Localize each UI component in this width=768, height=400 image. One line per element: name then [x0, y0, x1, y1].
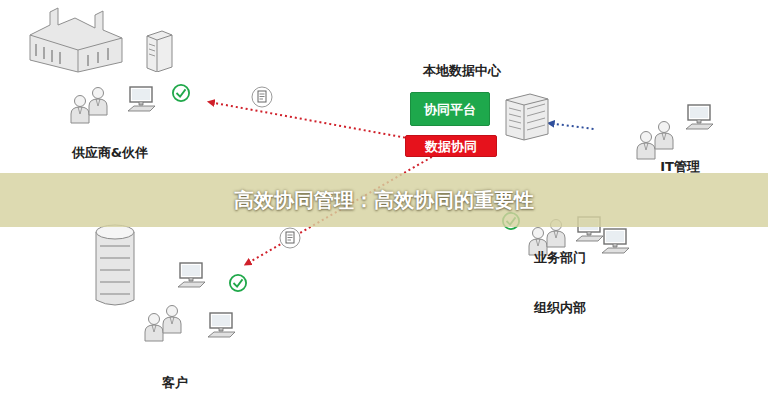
- factory: [30, 8, 122, 72]
- node-label: 供应商&伙伴: [5, 144, 215, 161]
- node-label: 客户: [67, 374, 283, 391]
- node-label: 协同平台: [411, 101, 489, 118]
- dotted-arrow: [209, 102, 405, 138]
- person: [145, 314, 163, 342]
- person: [71, 96, 89, 124]
- dotted-arrow: [549, 123, 594, 129]
- server-rack: [506, 94, 548, 140]
- datacenter-ellipse: 本地数据中心协同平台数据协同: [372, 62, 552, 162]
- computer: [208, 313, 235, 337]
- ellipse-outline: [67, 250, 283, 360]
- platform-box: 协同平台: [410, 92, 490, 126]
- node-label: 业务部门: [465, 249, 655, 266]
- ellipse-outline: [5, 25, 215, 143]
- computer: [602, 229, 629, 253]
- node-label: 本地数据中心: [372, 62, 552, 79]
- title-band: 高效协同管理：高效协同的重要性: [0, 173, 768, 227]
- document-icon: [280, 228, 300, 248]
- data-sync-box: 数据协同: [405, 135, 497, 157]
- computer: [178, 263, 205, 287]
- customer-ellipse: 客户: [67, 250, 283, 360]
- check-badge: [173, 85, 189, 101]
- node-label: 数据协同: [406, 138, 496, 155]
- check-badge: [230, 275, 246, 291]
- person: [89, 88, 107, 116]
- person: [655, 122, 673, 150]
- partner-ellipse: 供应商&伙伴: [5, 25, 215, 143]
- office-tower: [96, 225, 134, 305]
- computer: [128, 87, 155, 111]
- server-tower: [147, 31, 172, 72]
- title: 高效协同管理：高效协同的重要性: [0, 188, 768, 212]
- person: [637, 132, 655, 160]
- document-icon: [252, 87, 272, 107]
- node-label: 组织内部: [335, 299, 768, 316]
- computer: [686, 105, 713, 129]
- person: [163, 306, 181, 334]
